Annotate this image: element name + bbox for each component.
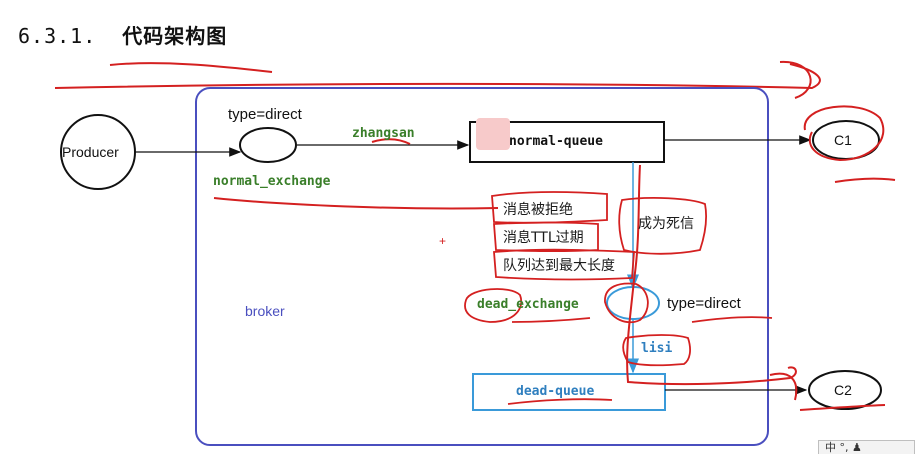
section-title: 代码架构图 [122, 24, 228, 48]
producer-label: Producer [62, 144, 119, 160]
annotation-stroke [511, 317, 591, 323]
normal-queue-label: normal-queue [509, 134, 603, 149]
search-highlight-icon [476, 118, 510, 150]
consumer2-node [808, 370, 882, 410]
section-number: 6.3.1. [18, 24, 97, 48]
dead-queue-box [472, 373, 666, 411]
consumer2-label: C2 [834, 382, 852, 398]
normal-exchange-label: normal_exchange [213, 174, 331, 189]
annotation-stroke [799, 404, 886, 411]
annotation-stroke [834, 177, 896, 183]
normal-exchange-type-label: type=direct [228, 106, 302, 123]
dead-exchange-type-label: type=direct [667, 295, 741, 312]
annotation-stroke [779, 60, 812, 99]
dead-exchange-label: dead_exchange [477, 297, 579, 312]
annotation-stroke [493, 248, 635, 281]
annotation-stroke [803, 105, 885, 162]
normal-exchange-node [239, 127, 297, 163]
section-heading: 6.3.1. 代码架构图 [18, 20, 227, 49]
routing-key-dead-label: lisi [641, 341, 673, 356]
dead-letter-reason-rejected: 消息被拒绝 [503, 202, 573, 218]
routing-key-normal-label: zhangsan [352, 126, 415, 141]
dead-queue-label: dead-queue [516, 384, 595, 399]
annotation-stroke [464, 288, 523, 323]
consumer1-label: C1 [834, 132, 852, 148]
annotation-stroke [604, 282, 649, 324]
annotation-stroke [769, 372, 798, 401]
broker-box [195, 87, 769, 446]
plus-mark: + [439, 234, 447, 248]
annotation-stroke [54, 63, 821, 90]
dead-letter-reason-ttl: 消息TTL过期 [503, 230, 584, 246]
annotation-stroke [507, 398, 613, 405]
annotation-stroke [618, 197, 707, 255]
annotation-stroke [213, 197, 499, 210]
annotation-stroke [622, 334, 691, 367]
ime-toolbar[interactable]: 中 °, ♟ [818, 440, 915, 454]
annotation-stroke [691, 316, 773, 323]
annotation-stroke [371, 138, 411, 145]
annotation-stroke [109, 62, 273, 73]
dead-letter-label: 成为死信 [638, 216, 694, 232]
dead-letter-reason-max-length: 队列达到最大长度 [503, 258, 615, 274]
broker-label: broker [245, 303, 285, 319]
